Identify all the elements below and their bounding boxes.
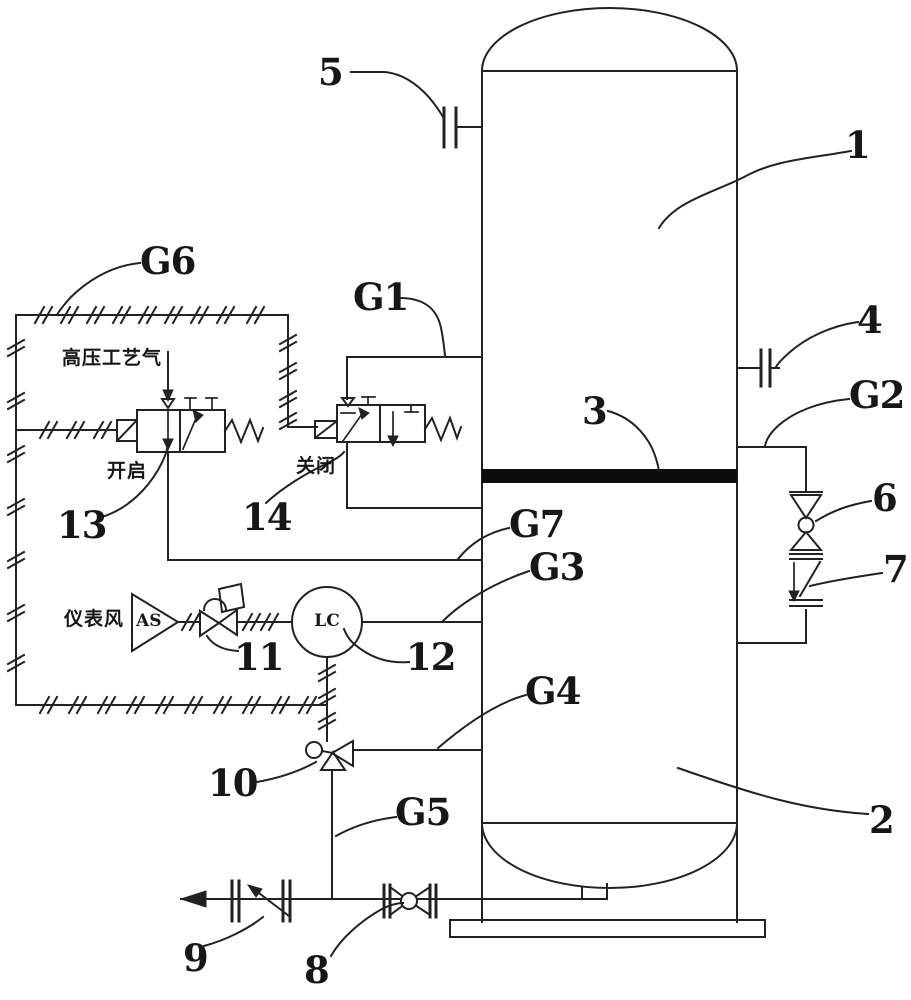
nozzle-flange-4 — [736, 348, 780, 388]
leader-1 — [657, 149, 853, 230]
actuator-frame-icon — [217, 582, 246, 614]
part-label-2: 2 — [869, 798, 895, 842]
air-supply-triangle-icon — [131, 592, 180, 653]
check-valve-7 — [788, 553, 823, 607]
line-label-g6: G6 — [140, 239, 196, 283]
instrument-air-source — [131, 592, 201, 653]
internal-tray-band-3 — [482, 469, 737, 483]
text-valve-open-state: 开启 — [107, 460, 148, 482]
text-level-controller-lc: LC — [314, 611, 340, 631]
leader-g7 — [456, 526, 511, 561]
leader-5 — [350, 71, 445, 119]
leader-8 — [329, 901, 405, 958]
globe-valve-8 — [382, 883, 438, 919]
line-label-g3: G3 — [529, 545, 585, 589]
diaphragm-actuator-icon — [202, 598, 228, 612]
part-label-4: 4 — [857, 298, 883, 342]
leader-g2 — [763, 397, 851, 448]
text-air-supply-as: AS — [136, 611, 162, 631]
leader-lines — [55, 71, 884, 958]
leader-13 — [100, 447, 169, 519]
leader-12 — [342, 627, 411, 664]
text-valve-close-state: 关闭 — [296, 455, 337, 477]
part-label-5: 5 — [318, 50, 344, 94]
part-label-3: 3 — [582, 389, 608, 433]
solenoid-valve-13 — [115, 397, 265, 453]
regulator-valve-11 — [199, 582, 293, 638]
part-label-11: 11 — [234, 635, 284, 679]
line-label-g5: G5 — [395, 790, 451, 834]
nozzle-flange-5 — [442, 106, 483, 149]
part-label-1: 1 — [845, 123, 871, 167]
lc-signal-line — [181, 613, 336, 742]
leader-6 — [814, 499, 873, 523]
part-label-12: 12 — [406, 635, 456, 679]
spring-icon — [223, 417, 265, 445]
part-label-7: 7 — [883, 547, 909, 591]
g7-pipe — [167, 451, 483, 561]
solenoid-valve-14 — [313, 396, 463, 448]
leader-2 — [676, 766, 870, 816]
spring-icon — [423, 415, 463, 443]
part-label-13: 13 — [57, 503, 107, 547]
leader-g4 — [436, 693, 528, 750]
line-label-g7: G7 — [509, 502, 565, 546]
check-valve-9 — [230, 879, 292, 923]
g6-pneumatic-enclosure — [7, 306, 328, 714]
line-label-g4: G4 — [525, 669, 581, 713]
process-gas-inlet-arrow — [162, 351, 174, 403]
leader-10 — [249, 760, 318, 785]
line-label-g2: G2 — [849, 373, 905, 417]
leader-g3 — [441, 569, 531, 623]
ball-valve-6 — [788, 491, 824, 551]
part-label-10: 10 — [208, 761, 258, 805]
part-label-6: 6 — [872, 476, 898, 520]
angle-valve-10 — [305, 739, 354, 771]
line-label-g1: G1 — [353, 275, 409, 319]
vessel-base-plate — [449, 919, 766, 938]
leader-7 — [808, 571, 884, 588]
leader-14 — [264, 450, 346, 505]
vent-arrow-icon — [179, 890, 207, 908]
leader-4 — [774, 320, 860, 369]
leader-g1 — [398, 296, 447, 358]
text-instrument-air: 仪表风 — [64, 608, 125, 630]
g1-pipe-loop — [346, 356, 483, 509]
leader-g6 — [55, 261, 142, 317]
g2-bypass-pipe — [736, 446, 807, 644]
leader-11 — [205, 634, 240, 653]
leader-g5 — [334, 815, 398, 838]
vessel-top-head — [480, 7, 739, 73]
vessel-bottom-head — [480, 821, 739, 889]
handwheel-icon — [305, 741, 323, 759]
leader-3 — [606, 409, 661, 473]
part-label-8: 8 — [304, 948, 330, 992]
part-label-14: 14 — [242, 495, 292, 539]
leader-9 — [202, 915, 265, 948]
vessel-shell — [449, 7, 766, 938]
text-high-pressure-process-gas: 高压工艺气 — [62, 347, 163, 369]
bottom-drain-pipe — [179, 883, 608, 908]
part-label-9: 9 — [183, 936, 209, 980]
